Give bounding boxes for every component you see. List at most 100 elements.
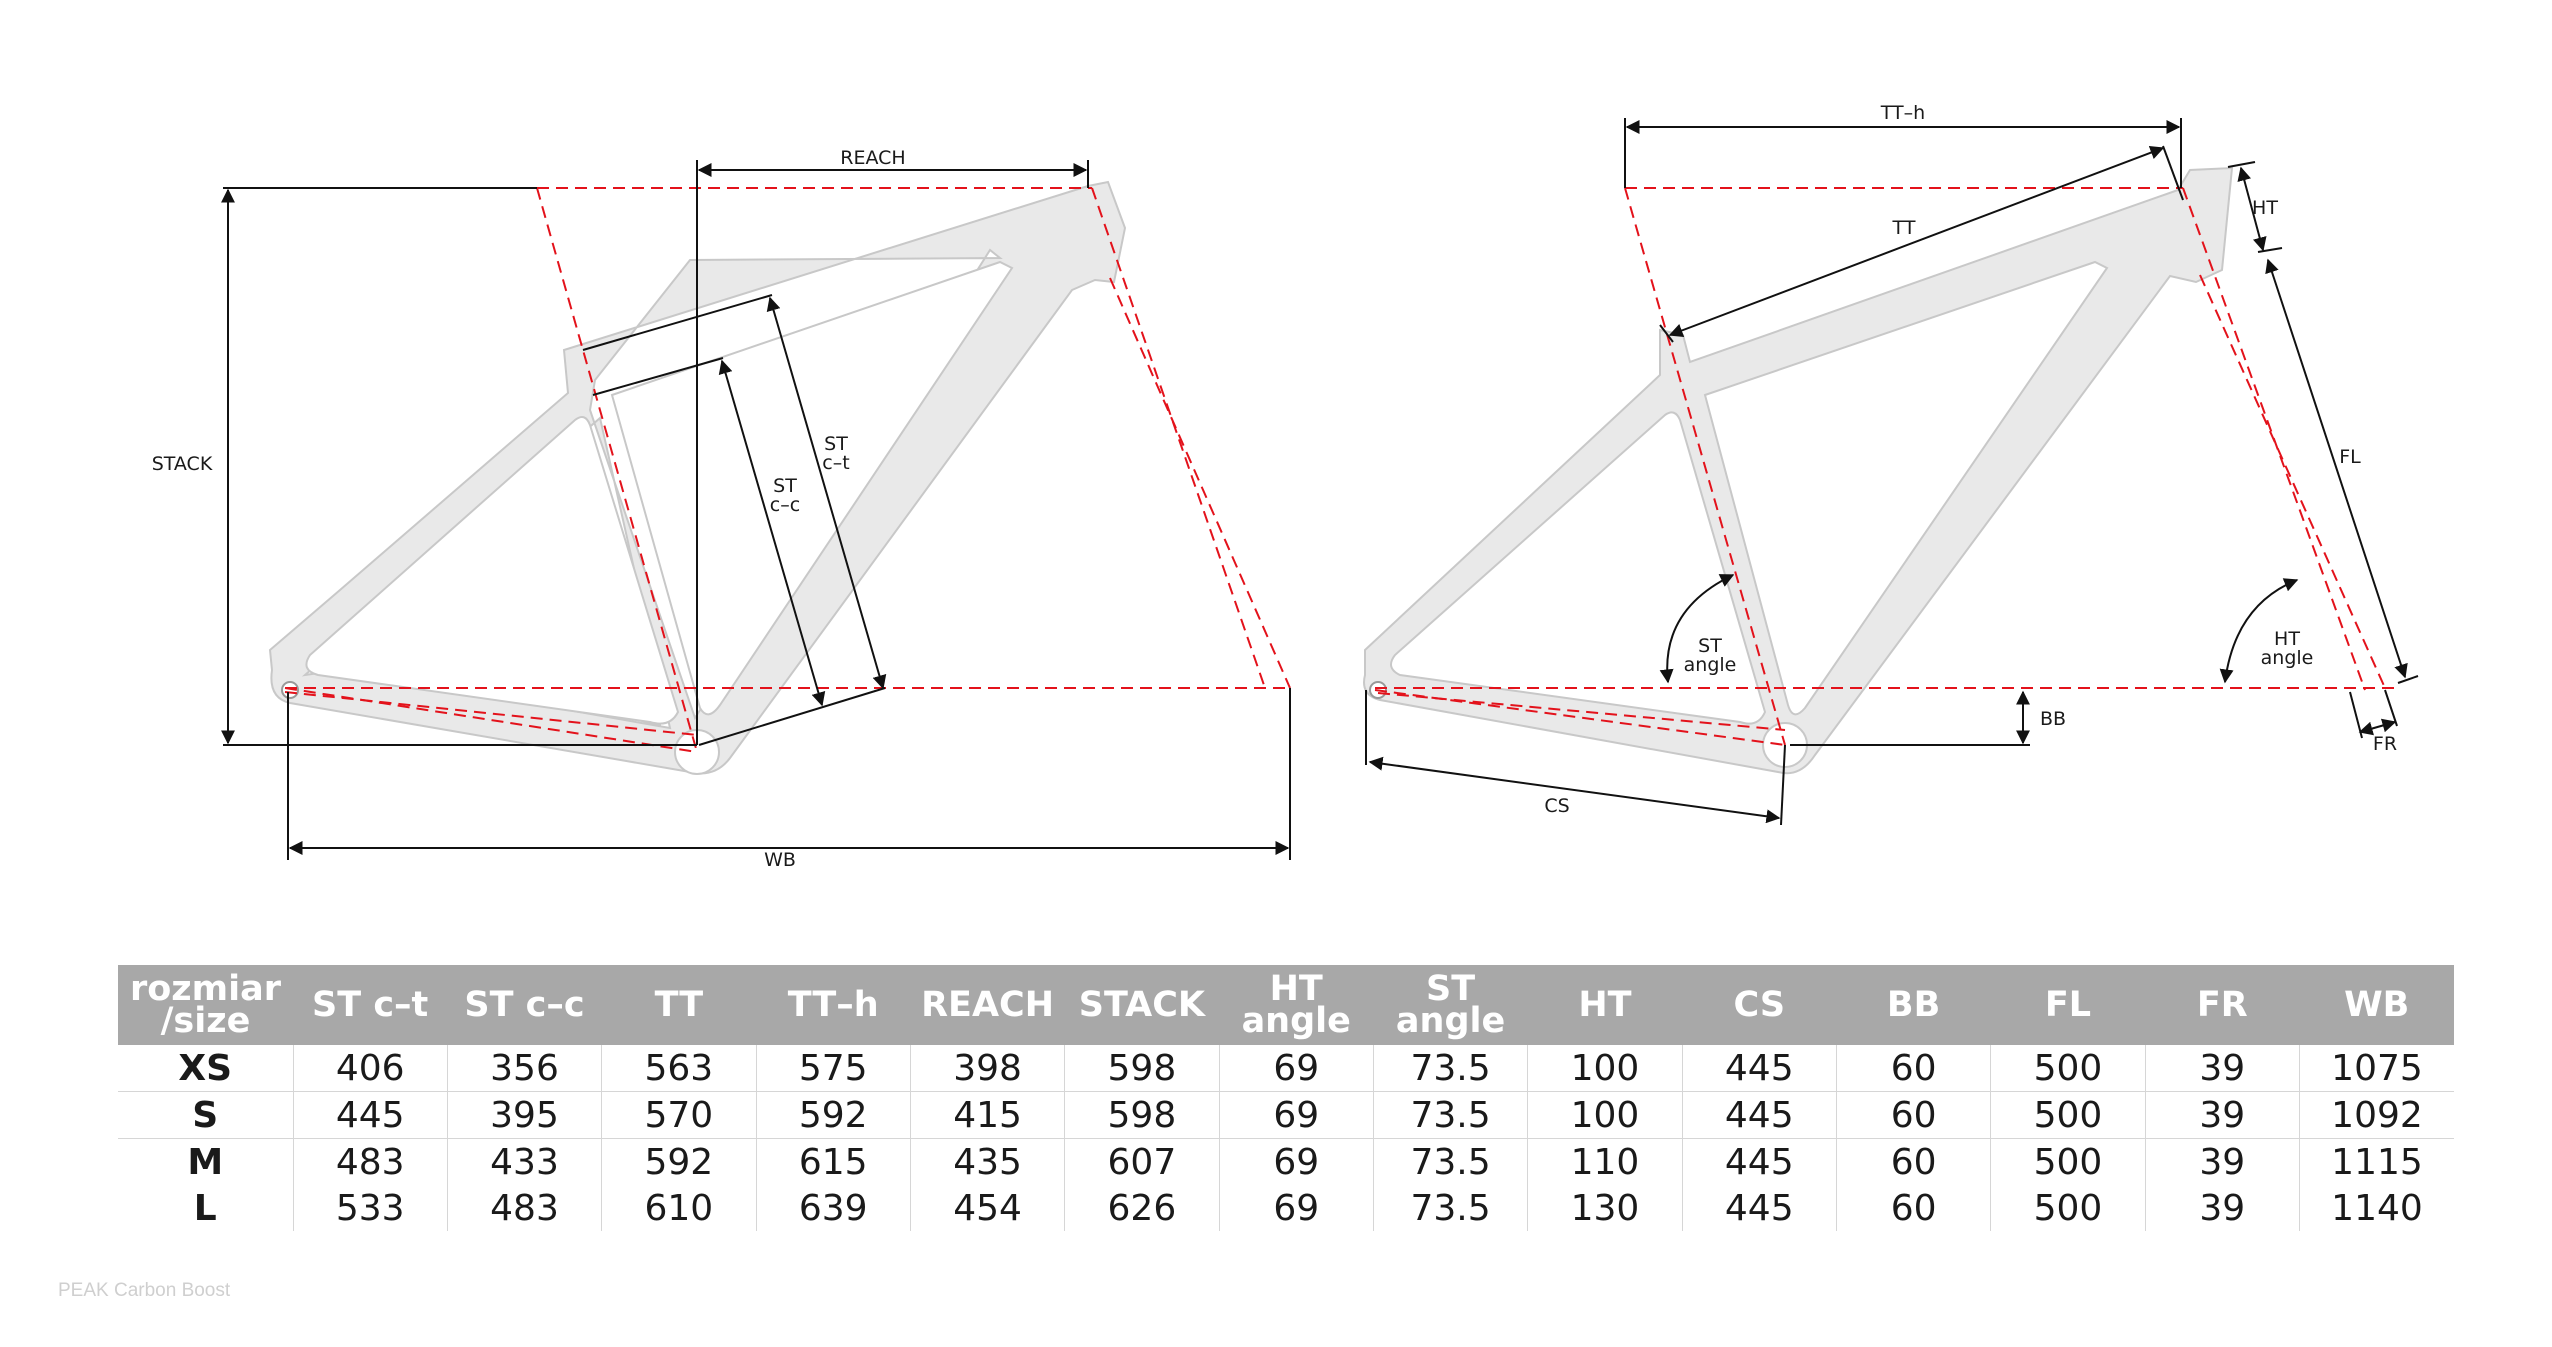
- table-cell: 69: [1218, 1045, 1374, 1092]
- table-cell: 500: [1990, 1091, 2146, 1139]
- table-cell: 1092: [2298, 1091, 2454, 1139]
- table-cell: 454: [909, 1185, 1065, 1231]
- column-header: CS: [1682, 965, 1837, 1045]
- label-line: ST: [1698, 635, 1722, 657]
- column-header: WB: [2299, 965, 2454, 1045]
- table-cell: 500: [1990, 1185, 2146, 1231]
- label-fl: FL: [2339, 446, 2361, 468]
- column-header: ST angle: [1373, 965, 1528, 1045]
- label-line: c–c: [770, 494, 800, 516]
- table-cell: 1075: [2298, 1045, 2454, 1092]
- table-cell: 563: [601, 1045, 757, 1092]
- right-dimension-lines: [1365, 118, 2419, 826]
- table-cell: 533: [292, 1185, 448, 1231]
- column-header: HT: [1527, 965, 1683, 1045]
- label-ht: HT: [2252, 197, 2278, 219]
- label-bb: BB: [2040, 708, 2066, 730]
- table-cell: 69: [1218, 1138, 1374, 1185]
- label-tt-h: TT–h: [1880, 102, 1925, 124]
- table-cell: 445: [1681, 1045, 1837, 1092]
- table-cell: 69: [1218, 1185, 1374, 1231]
- size-cell: M: [187, 1141, 224, 1183]
- label-line: ST: [773, 475, 797, 497]
- column-header: rozmiar /size: [118, 965, 293, 1045]
- right-frame-inner-cutout-front: [1703, 260, 2109, 716]
- table-cell: 39: [2144, 1045, 2300, 1092]
- column-header: REACH: [910, 965, 1065, 1045]
- table-cell: 130: [1527, 1185, 1683, 1231]
- table-cell: 69: [1218, 1091, 1374, 1139]
- table-cell: 433: [446, 1138, 602, 1185]
- table-cell: 39: [2144, 1091, 2300, 1139]
- label-line: ST: [824, 433, 848, 455]
- table-cell: 445: [1681, 1138, 1837, 1185]
- table-cell: 445: [1681, 1091, 1837, 1139]
- table-cell: 500: [1990, 1045, 2146, 1092]
- table-cell: 73.5: [1372, 1045, 1528, 1092]
- size-cell: S: [118, 1091, 293, 1139]
- size-cell: L: [193, 1187, 217, 1229]
- label-line: angle: [1684, 654, 1737, 676]
- label-line: c–t: [822, 452, 849, 474]
- column-header: BB: [1836, 965, 1991, 1045]
- table-cell: 445: [1681, 1185, 1837, 1231]
- table-cell: 398: [909, 1045, 1065, 1092]
- label-reach: REACH: [840, 147, 905, 169]
- label-line: angle: [2261, 647, 2314, 669]
- table-cell: 100: [1527, 1091, 1683, 1139]
- table-cell: 610: [601, 1185, 757, 1231]
- table-cell: 60: [1835, 1091, 1991, 1139]
- table-cell: 483: [292, 1138, 448, 1185]
- column-header: FL: [1990, 965, 2146, 1045]
- table-cell: 626: [1064, 1185, 1220, 1231]
- table-cell: 356: [446, 1045, 602, 1092]
- column-header: TT: [601, 965, 757, 1045]
- column-header: HT angle: [1219, 965, 1374, 1045]
- table-cell: 110: [1527, 1138, 1683, 1185]
- column-header: FR: [2145, 965, 2300, 1045]
- table-cell: 592: [755, 1091, 911, 1139]
- table-cell: 500: [1990, 1138, 2146, 1185]
- table-cell: 60: [1835, 1138, 1991, 1185]
- label-cs: CS: [1544, 795, 1569, 817]
- table-cell: 483: [446, 1185, 602, 1231]
- table-cell: 445: [292, 1091, 448, 1139]
- table-cell: 570: [601, 1091, 757, 1139]
- table-cell: 1115: [2298, 1138, 2454, 1185]
- column-header: STACK: [1064, 965, 1220, 1045]
- footer-caption: PEAK Carbon Boost: [58, 1280, 231, 1301]
- table-cell: 39: [2144, 1185, 2300, 1231]
- table-cell: 73.5: [1372, 1138, 1528, 1185]
- left-frame-inner-cutout-rear: [305, 415, 680, 725]
- table-cell: 60: [1835, 1045, 1991, 1092]
- table-cell: 607: [1064, 1138, 1220, 1185]
- size-cell: XS: [118, 1045, 293, 1092]
- table-cell: 406: [292, 1045, 448, 1092]
- table-cell: 435: [909, 1138, 1065, 1185]
- label-line: HT: [2274, 628, 2300, 650]
- table-cell: 39: [2144, 1138, 2300, 1185]
- table-cell: 100: [1527, 1045, 1683, 1092]
- table-cell: 395: [446, 1091, 602, 1139]
- table-cell: 615: [755, 1138, 911, 1185]
- label-wb: WB: [764, 849, 796, 871]
- label-stack: STACK: [152, 453, 213, 475]
- table-cell: 598: [1064, 1045, 1220, 1092]
- column-header: ST c–c: [447, 965, 602, 1045]
- table-cell: 73.5: [1372, 1091, 1528, 1139]
- column-header: ST c–t: [293, 965, 448, 1045]
